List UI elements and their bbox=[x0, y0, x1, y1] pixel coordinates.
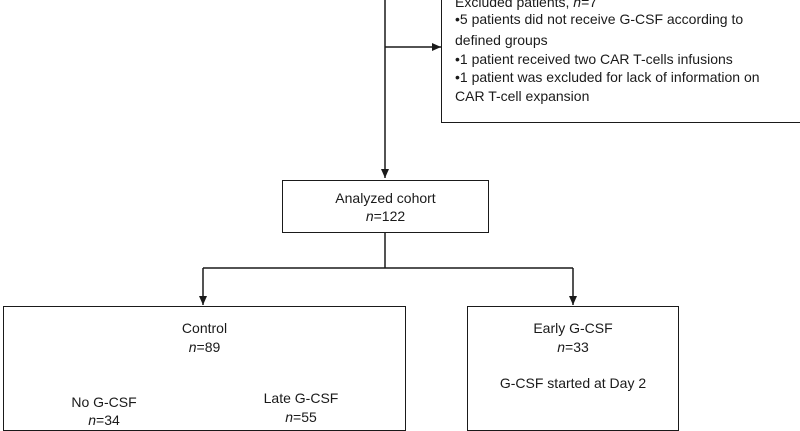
excluded-item-2: 1 patient received two CAR T-cells infus… bbox=[455, 49, 733, 69]
analyzed-cohort-label: Analyzed cohort bbox=[335, 190, 436, 206]
early-gcsf-label: Early G-CSF bbox=[533, 320, 613, 336]
excluded-item-1: 5 patients did not receive G-CSF accordi… bbox=[455, 9, 743, 29]
analyzed-cohort-box bbox=[282, 180, 489, 233]
excluded-title: Excluded patients, n=7 bbox=[455, 0, 598, 10]
no-gcsf-n: n=34 bbox=[88, 412, 120, 428]
early-gcsf-box bbox=[467, 306, 679, 431]
late-gcsf-label: Late G-CSF bbox=[263, 390, 339, 406]
analyzed-cohort-n: n=122 bbox=[365, 208, 406, 224]
excluded-item-3: 1 patient was excluded for lack of infor… bbox=[455, 67, 760, 87]
early-gcsf-note: G-CSF started at Day 2 bbox=[499, 375, 647, 391]
control-n: n=89 bbox=[188, 339, 221, 355]
late-gcsf-n: n=55 bbox=[285, 409, 317, 425]
no-gcsf-label: No G-CSF bbox=[71, 394, 137, 410]
excluded-item-3-cont: CAR T-cell expansion bbox=[455, 88, 590, 104]
control-label: Control bbox=[181, 320, 228, 336]
excluded-item-1-cont: defined groups bbox=[455, 32, 548, 48]
early-gcsf-n: n=33 bbox=[557, 339, 589, 355]
